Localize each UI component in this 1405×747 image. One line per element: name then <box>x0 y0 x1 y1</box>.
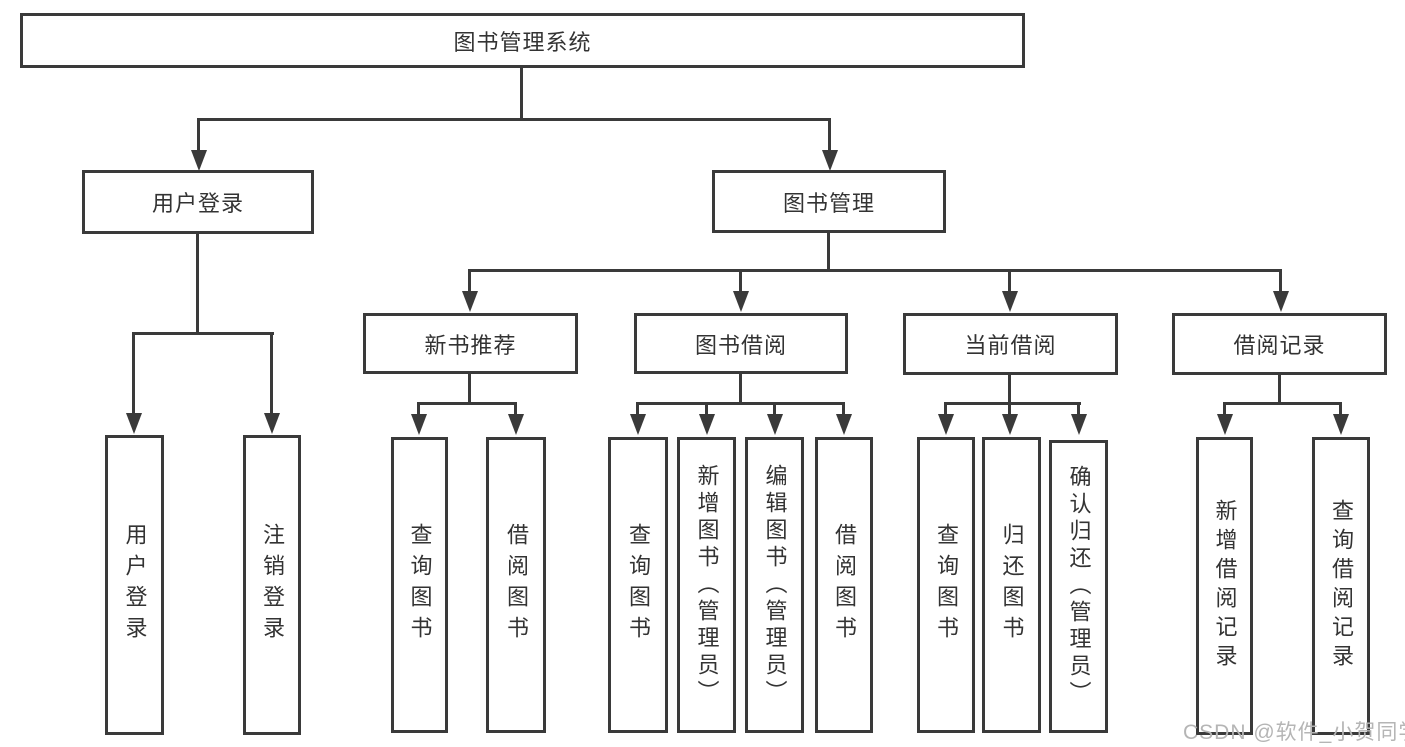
arrow-down-icon <box>126 413 142 434</box>
leaf-logout: 注销登录 <box>243 435 301 735</box>
edge-to-book-management <box>828 118 831 152</box>
arrow-down-icon <box>1333 414 1349 435</box>
leaf-edit-books-admin: 编辑图书（管理员） <box>745 437 804 733</box>
edge-leaf <box>842 402 845 416</box>
edge-root-stem <box>520 66 523 120</box>
node-borrow-records: 借阅记录 <box>1172 313 1387 375</box>
edge-borrow-records-branch <box>1223 402 1342 405</box>
edge-to-new-book <box>468 269 471 293</box>
arrow-down-icon <box>699 414 715 435</box>
arrow-down-icon <box>1217 414 1233 435</box>
arrow-down-icon <box>767 414 783 435</box>
edge-new-book-stem <box>468 372 471 405</box>
edge-book-mgmt-stem <box>827 230 830 272</box>
edge-leaf <box>1223 402 1226 416</box>
node-book-borrow: 图书借阅 <box>634 313 848 374</box>
edge-user-login-stem <box>196 231 199 334</box>
leaf-query-books: 查询图书 <box>391 437 448 733</box>
arrow-down-icon <box>836 414 852 435</box>
arrow-down-icon <box>1071 414 1087 435</box>
node-current-borrow: 当前借阅 <box>903 313 1118 375</box>
arrow-down-icon <box>191 150 207 171</box>
leaf-borrow-books: 借阅图书 <box>815 437 873 733</box>
node-root-library-system: 图书管理系统 <box>20 13 1025 68</box>
edge-leaf <box>1339 402 1342 416</box>
leaf-borrow-books: 借阅图书 <box>486 437 546 733</box>
edge-current-borrow-stem <box>1008 374 1011 405</box>
edge-to-logout-leaf <box>270 332 273 415</box>
arrow-down-icon <box>462 291 478 312</box>
edge-leaf <box>773 402 776 416</box>
leaf-confirm-return-admin: 确认归还（管理员） <box>1049 440 1108 733</box>
edge-to-user-login <box>197 118 200 152</box>
arrow-down-icon <box>733 291 749 312</box>
node-book-management: 图书管理 <box>712 170 946 233</box>
arrow-down-icon <box>508 414 524 435</box>
arrow-down-icon <box>1002 414 1018 435</box>
arrow-down-icon <box>264 413 280 434</box>
edge-book-borrow-stem <box>739 372 742 405</box>
arrow-down-icon <box>938 414 954 435</box>
edge-new-book-branch <box>417 402 517 405</box>
arrow-down-icon <box>822 150 838 171</box>
leaf-query-books: 查询图书 <box>917 437 975 733</box>
leaf-add-books-admin: 新增图书（管理员） <box>677 437 736 733</box>
edge-leaf <box>1008 402 1011 416</box>
edge-user-login-branch <box>132 332 274 335</box>
edge-leaf <box>705 402 708 416</box>
leaf-query-borrow-record: 查询借阅记录 <box>1312 437 1370 735</box>
edge-leaf <box>636 402 639 416</box>
leaf-add-borrow-record: 新增借阅记录 <box>1196 437 1253 735</box>
arrow-down-icon <box>630 414 646 435</box>
arrow-down-icon <box>411 414 427 435</box>
edge-to-borrow-records <box>1279 269 1282 293</box>
edge-book-borrow-branch <box>636 402 844 405</box>
node-new-book-recommend: 新书推荐 <box>363 313 578 374</box>
leaf-query-books: 查询图书 <box>608 437 668 733</box>
leaf-return-books: 归还图书 <box>982 437 1041 733</box>
edge-to-login-leaf <box>132 332 135 415</box>
edge-leaf <box>514 402 517 416</box>
edge-root-branch <box>197 118 831 121</box>
edge-borrow-records-stem <box>1278 374 1281 405</box>
edge-to-book-borrow <box>739 269 742 293</box>
edge-leaf <box>1077 402 1080 416</box>
arrow-down-icon <box>1002 291 1018 312</box>
csdn-watermark: CSDN @软件_小贺同学 <box>1183 721 1405 744</box>
edge-leaf <box>417 402 420 416</box>
edge-book-mgmt-branch <box>468 269 1282 272</box>
node-user-login: 用户登录 <box>82 170 314 234</box>
edge-to-current-borrow <box>1008 269 1011 293</box>
arrow-down-icon <box>1273 291 1289 312</box>
leaf-user-login: 用户登录 <box>105 435 164 735</box>
edge-current-borrow-branch <box>944 402 1081 405</box>
edge-leaf <box>944 402 947 416</box>
